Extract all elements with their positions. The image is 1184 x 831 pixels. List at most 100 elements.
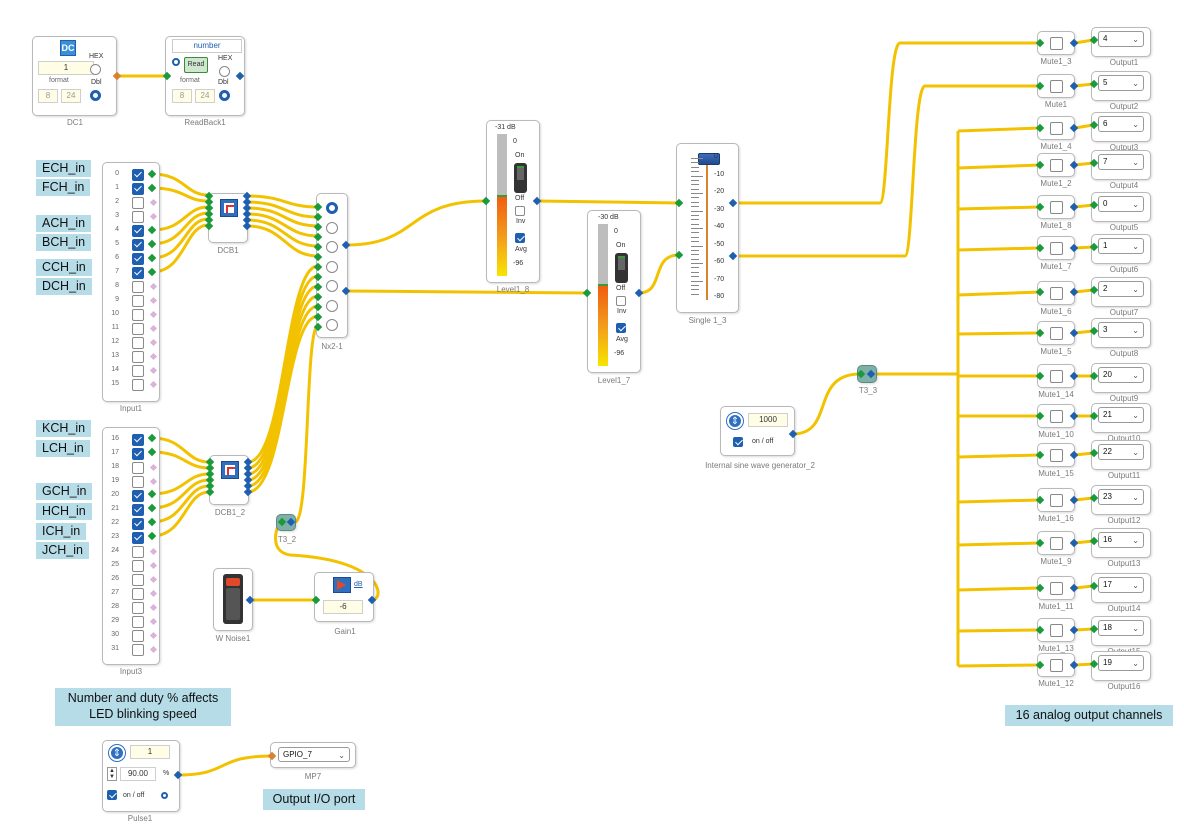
dc1-block[interactable]: DC 1 HEX Dbl format 8 24 [32, 36, 117, 116]
output-block[interactable]: 20⌄ [1091, 363, 1151, 393]
channel-checkbox[interactable] [132, 239, 144, 251]
channel-checkbox[interactable] [132, 602, 144, 614]
mute-toggle-button[interactable] [1050, 494, 1063, 507]
sine-frequency-field[interactable]: 1000 [748, 413, 788, 427]
output-block[interactable]: 3⌄ [1091, 318, 1151, 348]
mute-toggle-button[interactable] [1050, 449, 1063, 462]
output-block[interactable]: 18⌄ [1091, 616, 1151, 646]
channel-checkbox[interactable] [132, 448, 144, 460]
dc1-format-bits[interactable]: 8 [38, 89, 58, 103]
readback-block[interactable]: number Read HEX Dbl format 8 24 [165, 36, 245, 116]
mute-toggle-button[interactable] [1050, 370, 1063, 383]
mute-toggle-button[interactable] [1050, 537, 1063, 550]
output-block[interactable]: 21⌄ [1091, 403, 1151, 433]
channel-checkbox[interactable] [132, 630, 144, 642]
output-block[interactable]: 0⌄ [1091, 192, 1151, 222]
channel-checkbox[interactable] [132, 518, 144, 530]
channel-checkbox[interactable] [132, 560, 144, 572]
channel-checkbox[interactable] [132, 197, 144, 209]
output-block[interactable]: 22⌄ [1091, 440, 1151, 470]
readback-dbl-radio[interactable] [219, 90, 230, 101]
mute-toggle-button[interactable] [1050, 122, 1063, 135]
nx-select-radio[interactable] [326, 280, 338, 292]
mute-toggle-button[interactable] [1050, 37, 1063, 50]
channel-checkbox[interactable] [132, 504, 144, 516]
channel-checkbox[interactable] [132, 183, 144, 195]
level1-8-inv-checkbox[interactable] [515, 206, 525, 216]
mute-toggle-button[interactable] [1050, 287, 1063, 300]
dcb1-2-block[interactable] [209, 455, 249, 505]
dc1-format-frac[interactable]: 24 [61, 89, 81, 103]
mute-toggle-button[interactable] [1050, 159, 1063, 172]
nx-select-radio[interactable] [326, 221, 338, 234]
output-channel-select[interactable]: 4⌄ [1098, 31, 1144, 47]
nx-select-radio[interactable] [326, 241, 338, 253]
channel-checkbox[interactable] [132, 253, 144, 265]
channel-checkbox[interactable] [132, 365, 144, 377]
pulse-rate-field[interactable]: 1 [130, 745, 170, 759]
output-block[interactable]: 1⌄ [1091, 234, 1151, 264]
readback-hex-radio[interactable] [219, 66, 230, 77]
level1-8-toggle[interactable] [514, 163, 527, 193]
mute-toggle-button[interactable] [1050, 410, 1063, 423]
channel-checkbox[interactable] [132, 379, 144, 391]
wnoise-block[interactable] [213, 568, 253, 631]
dc1-dbl-radio[interactable] [90, 90, 101, 101]
channel-checkbox[interactable] [132, 309, 144, 321]
channel-checkbox[interactable] [132, 546, 144, 558]
output-block[interactable]: 23⌄ [1091, 485, 1151, 515]
channel-checkbox[interactable] [132, 281, 144, 293]
output-block[interactable]: 17⌄ [1091, 573, 1151, 603]
nx-select-radio[interactable] [326, 260, 338, 273]
mp7-gpio-select[interactable]: GPIO_7 ⌄ [278, 747, 350, 762]
mute-toggle-button[interactable] [1050, 327, 1063, 340]
channel-checkbox[interactable] [132, 588, 144, 600]
sine-onoff-checkbox[interactable] [733, 437, 743, 447]
output-channel-select[interactable]: 6⌄ [1098, 116, 1144, 132]
mute-toggle-button[interactable] [1050, 201, 1063, 214]
mute-toggle-button[interactable] [1050, 582, 1063, 595]
mute-block[interactable] [1037, 488, 1075, 512]
channel-checkbox[interactable] [132, 616, 144, 628]
output-block[interactable]: 5⌄ [1091, 71, 1151, 101]
mute-block[interactable] [1037, 531, 1075, 555]
gain-value-field[interactable]: -6 [323, 600, 363, 614]
mute-block[interactable] [1037, 74, 1075, 98]
level1-7-toggle[interactable] [615, 253, 628, 283]
nx-select-radio[interactable] [326, 319, 338, 331]
channel-checkbox[interactable] [132, 225, 144, 237]
output-channel-select[interactable]: 17⌄ [1098, 577, 1144, 593]
output-block[interactable]: 19⌄ [1091, 651, 1151, 681]
output-channel-select[interactable]: 3⌄ [1098, 322, 1144, 338]
dc1-value-field[interactable]: 1 [38, 61, 94, 75]
mp7-block[interactable]: GPIO_7 ⌄ [270, 742, 356, 768]
dcb1-block[interactable] [208, 193, 248, 243]
single-1-3-block[interactable]: 0-10-20-30-40-50-60-70-80 [676, 143, 739, 313]
dc1-hex-radio[interactable] [90, 64, 101, 75]
output-channel-select[interactable]: 2⌄ [1098, 281, 1144, 297]
nx-select-radio[interactable] [326, 202, 338, 214]
output-channel-select[interactable]: 18⌄ [1098, 620, 1144, 636]
channel-checkbox[interactable] [132, 295, 144, 307]
pulse-block[interactable]: ⇕ 1 ▲▼ 90.00 % on / off [102, 740, 180, 812]
pulse-duty-spinner[interactable]: ▲▼ [107, 767, 117, 781]
readback-format-frac[interactable]: 24 [195, 89, 215, 103]
output-channel-select[interactable]: 1⌄ [1098, 238, 1144, 254]
pulse-rate-knob[interactable]: ⇕ [109, 745, 125, 761]
channel-checkbox[interactable] [132, 323, 144, 335]
readback-format-bits[interactable]: 8 [172, 89, 192, 103]
output-channel-select[interactable]: 20⌄ [1098, 367, 1144, 383]
channel-checkbox[interactable] [132, 490, 144, 502]
sine-generator-block[interactable]: ⇕ 1000 on / off [720, 406, 795, 456]
noise-switch[interactable] [223, 574, 243, 624]
mute-block[interactable] [1037, 281, 1075, 305]
output-channel-select[interactable]: 0⌄ [1098, 196, 1144, 212]
level1-8-avg-checkbox[interactable] [515, 233, 525, 243]
output-block[interactable]: 7⌄ [1091, 150, 1151, 180]
channel-checkbox[interactable] [132, 462, 144, 474]
channel-checkbox[interactable] [132, 574, 144, 586]
channel-checkbox[interactable] [132, 532, 144, 544]
pulse-onoff-checkbox[interactable] [107, 790, 117, 800]
mute-toggle-button[interactable] [1050, 659, 1063, 672]
